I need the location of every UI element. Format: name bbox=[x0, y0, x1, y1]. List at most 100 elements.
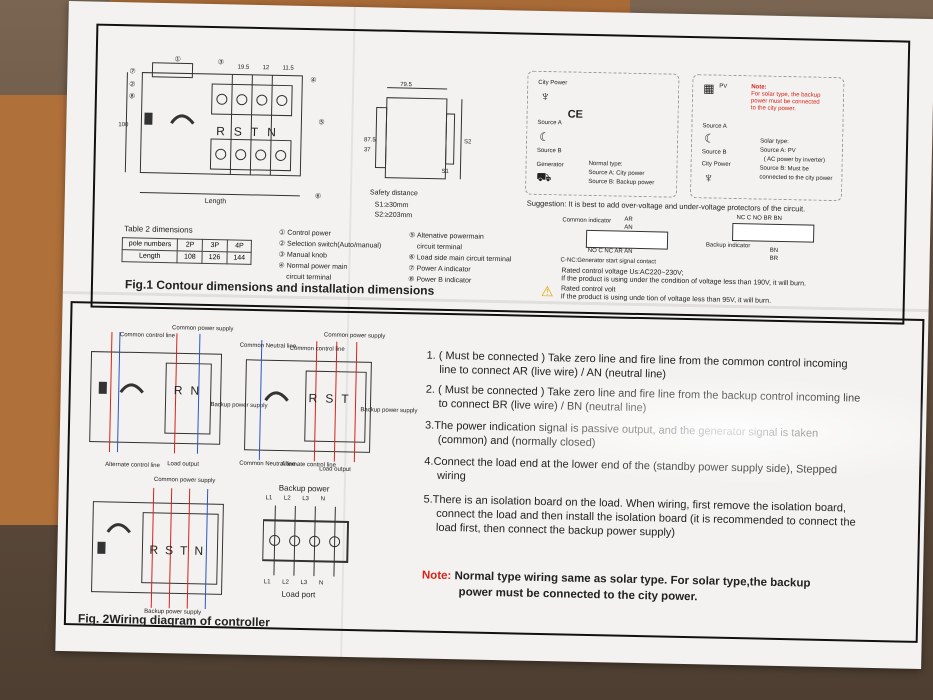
dim-87-5: 87.5 bbox=[363, 137, 376, 144]
common-neutral-line-label: Common Neutral line bbox=[239, 342, 297, 350]
backup-power-label: Backup power bbox=[278, 483, 330, 494]
alternate-control-line-label: Alternate control line bbox=[105, 461, 160, 470]
line-l2: L2 bbox=[282, 579, 289, 586]
dim-length: Length bbox=[204, 197, 227, 206]
normal-type-panel: City Power ♆ CE Source A ☾ Source B Gene… bbox=[524, 70, 680, 198]
phase-labels-2p: RN bbox=[174, 383, 208, 398]
load-port-drawing bbox=[261, 505, 350, 577]
line-l1: L1 bbox=[263, 579, 271, 586]
line-l2: L2 bbox=[283, 495, 291, 502]
line-n: N bbox=[318, 580, 324, 587]
backup-indicator-label: Backup indicator bbox=[705, 242, 751, 250]
terminals-a: NO C NC AR AN bbox=[587, 247, 633, 255]
table-cell: Length bbox=[121, 249, 178, 263]
phase-t: T bbox=[179, 543, 195, 558]
warning-icon: ⚠ bbox=[540, 282, 554, 300]
dim-height: 100 bbox=[118, 122, 129, 129]
wiring-diagram-4p bbox=[91, 487, 224, 610]
front-view-drawing bbox=[124, 62, 303, 197]
solar-line-a2: ( AC power by inverter) bbox=[763, 156, 826, 164]
wiring-diagram-2p bbox=[89, 331, 223, 454]
common-indicator-label: Common indicator bbox=[562, 217, 612, 225]
dim-12: 12 bbox=[262, 65, 270, 72]
backup-power-supply-label-2: Backup power supply bbox=[360, 407, 418, 415]
dim-19-5: 19.5 bbox=[237, 64, 250, 71]
voltage-line-3: Rated control volt bbox=[560, 285, 616, 294]
load-port-label: Load port bbox=[281, 589, 316, 600]
common-control-line-label: Common control line bbox=[119, 332, 175, 340]
phase-s: S bbox=[325, 391, 342, 406]
solar-note-label: Note: bbox=[751, 84, 767, 91]
dim-79-5: 79.5 bbox=[400, 81, 412, 89]
note-label: Note: bbox=[421, 569, 452, 583]
tower-icon: ♆ bbox=[539, 87, 551, 105]
terminal-block-b bbox=[732, 222, 815, 243]
table-cell: 2P bbox=[177, 238, 203, 252]
phase-n: N bbox=[267, 125, 286, 140]
solar-line-a: Source A: PV bbox=[759, 147, 796, 155]
ar-label: AR bbox=[624, 216, 633, 223]
terminal-block-a bbox=[585, 229, 669, 250]
dim-37: 37 bbox=[363, 147, 371, 154]
table-cell: 144 bbox=[226, 251, 252, 265]
phase-t: T bbox=[250, 124, 268, 140]
load-output-label: Load output bbox=[167, 461, 199, 468]
solar-type-panel: ▦ PV Note: For solar type, the backup po… bbox=[689, 74, 845, 202]
phase-n: N bbox=[190, 383, 208, 398]
callout-8: ⑧ bbox=[128, 93, 136, 101]
load-output-label-2: Load output bbox=[319, 466, 351, 474]
br-label: BR bbox=[769, 255, 779, 262]
callout-6: ⑥ bbox=[314, 193, 322, 201]
normal-source-b: Source B: Backup power bbox=[588, 178, 655, 187]
common-power-supply-label-2: Common power supply bbox=[323, 332, 386, 340]
tower-icon: ♆ bbox=[703, 169, 715, 186]
common-power-supply-label: Common power supply bbox=[172, 325, 234, 333]
solar-note-line: to the city power. bbox=[750, 105, 796, 113]
common-power-supply-label-3: Common power supply bbox=[153, 476, 216, 485]
table-cell: 108 bbox=[177, 250, 203, 264]
phase-labels-3p: RST bbox=[308, 391, 356, 406]
switch-icon: ☾ bbox=[539, 129, 551, 145]
solar-line-b: Source B: Must be bbox=[759, 165, 809, 173]
solar-source-b: Source B bbox=[701, 149, 727, 156]
source-a-label: Source A bbox=[537, 119, 562, 127]
fig2-title: Fig. 2Wiring diagram of controller bbox=[77, 611, 270, 630]
ce-mark: CE bbox=[567, 108, 584, 121]
solar-city-power: City Power bbox=[701, 161, 731, 168]
source-b-label: Source B bbox=[536, 147, 562, 155]
line-n: N bbox=[320, 496, 326, 503]
phase-s: S bbox=[164, 543, 181, 558]
dim-11-5: 11.5 bbox=[282, 65, 294, 72]
solar-source-a: Source A bbox=[702, 123, 727, 130]
callout-7: ⑦ bbox=[129, 68, 136, 76]
phase-labels-4p: RSTN bbox=[149, 543, 210, 558]
legend-right: ⑤ Altenative powermain circuit terminal … bbox=[408, 230, 512, 287]
phase-n: N bbox=[194, 543, 211, 559]
callout-5: ⑤ bbox=[318, 119, 325, 127]
side-view-drawing bbox=[374, 87, 463, 180]
normal-source-a: Source A: City power bbox=[588, 169, 645, 178]
pv-label: PV bbox=[719, 83, 728, 90]
solar-panel-icon: ▦ bbox=[703, 81, 715, 96]
phase-r: R bbox=[173, 383, 191, 398]
line-l3: L3 bbox=[302, 495, 309, 503]
table-row: Length 108 126 144 bbox=[121, 249, 252, 265]
table-title: Table 2 dimensions bbox=[124, 224, 193, 235]
phase-s: S bbox=[233, 124, 252, 139]
callout-2: ② bbox=[129, 81, 136, 89]
load-lines: L1 L2 L3 N bbox=[264, 579, 324, 586]
instruction-4b: wiring bbox=[436, 469, 466, 483]
generator-label: Generator bbox=[536, 161, 564, 169]
solar-line-b2: connected to the city power bbox=[759, 174, 833, 183]
terminals-b: NC C NO BR BN bbox=[736, 215, 782, 222]
table-cell: 4P bbox=[226, 239, 252, 253]
instruction-sheet: ① ⑦ ② ⑧ ③ ④ ⑤ ⑥ 19.5 12 11.5 100 Length … bbox=[55, 1, 933, 669]
callout-1: ① bbox=[174, 56, 182, 64]
callout-3: ③ bbox=[217, 59, 224, 67]
phase-labels-fig1: RSTN bbox=[216, 124, 285, 139]
phase-r: R bbox=[216, 124, 235, 139]
phase-t: T bbox=[341, 391, 357, 407]
line-l3: L3 bbox=[300, 579, 308, 587]
dim-s1: S1 bbox=[441, 168, 449, 175]
cardboard-box bbox=[0, 95, 70, 525]
